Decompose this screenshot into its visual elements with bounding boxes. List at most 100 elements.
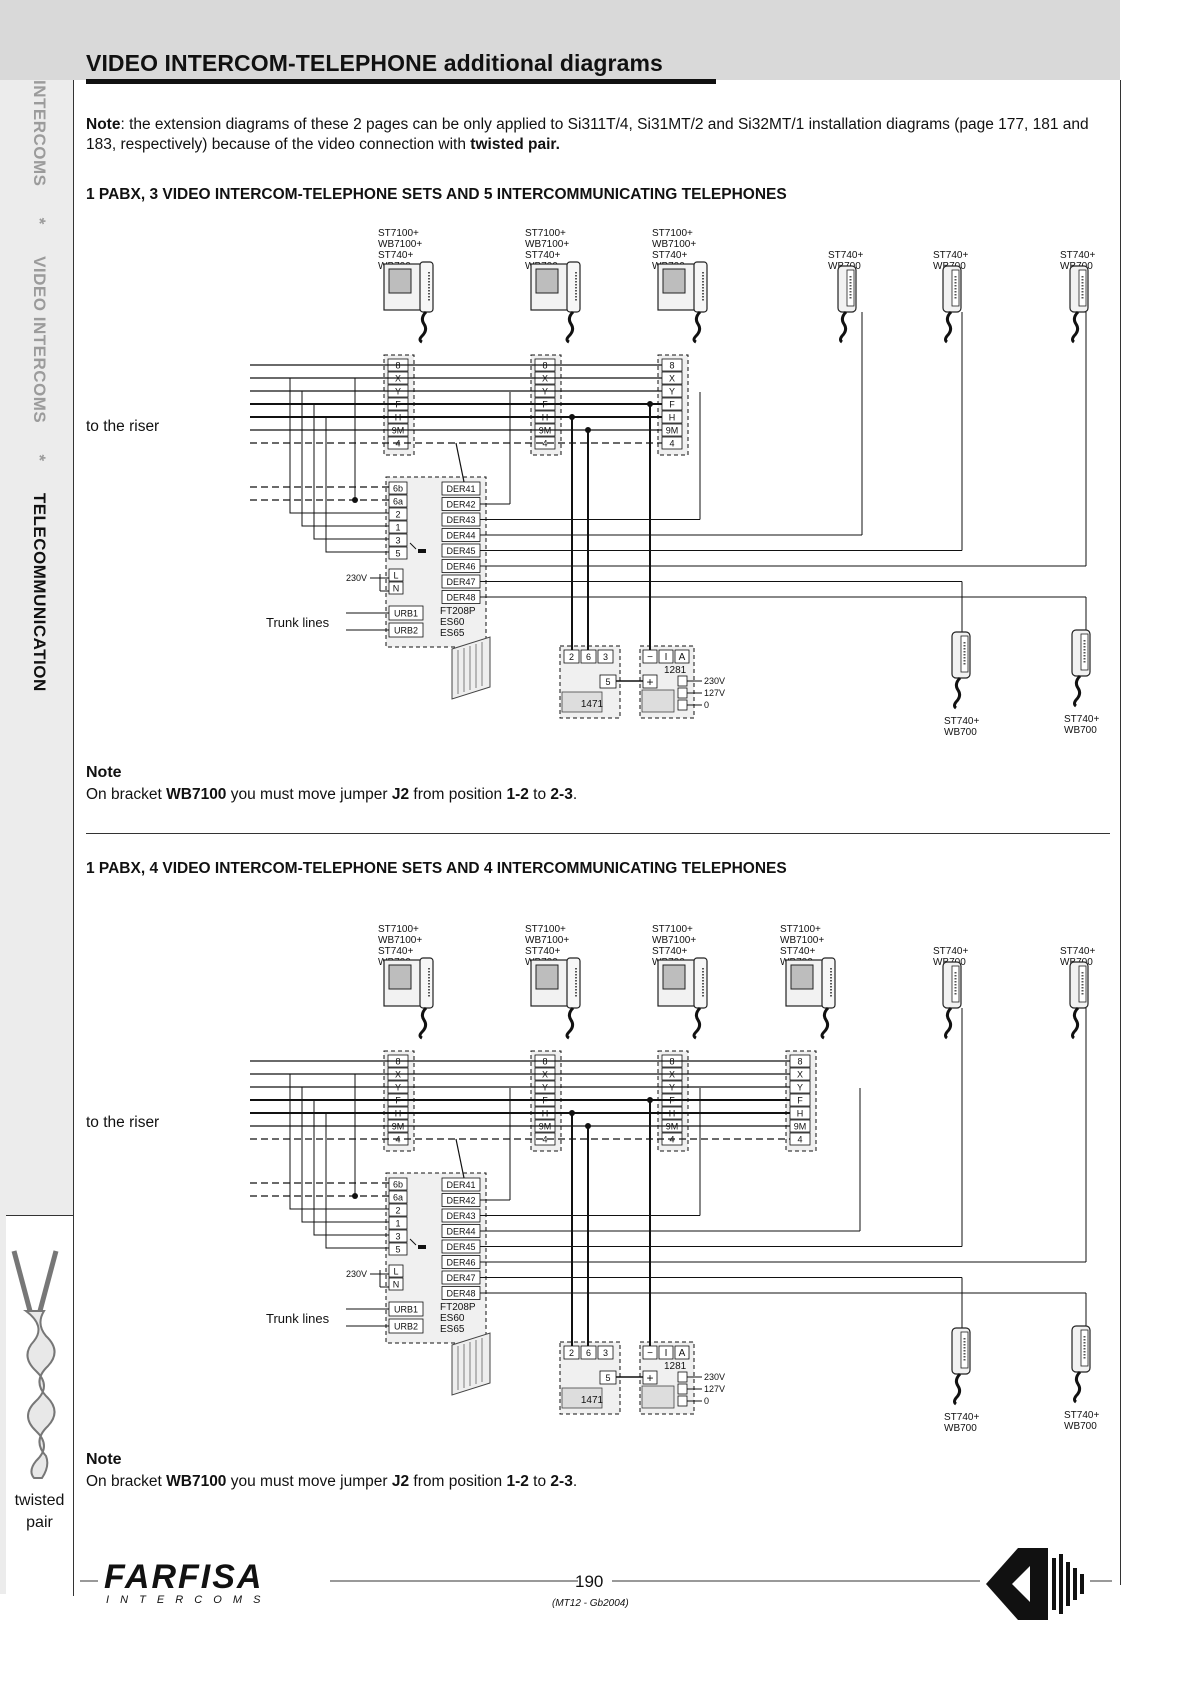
phone-part — [944, 1006, 953, 1040]
terminal-label: H — [797, 1109, 804, 1119]
pabx-power-box — [388, 1277, 404, 1291]
psu-terminal — [677, 699, 688, 711]
pabx-output-label: DER47 — [446, 1273, 475, 1283]
intercommunicating-telephone — [951, 1327, 971, 1406]
pabx-output-label: DER46 — [446, 1258, 475, 1268]
junction-dot — [647, 401, 653, 407]
module-terminal — [658, 1345, 674, 1360]
intro-note-bold: twisted pair. — [470, 136, 560, 153]
note-bold: J2 — [391, 1473, 410, 1490]
pabx-power-label: N — [393, 1280, 400, 1290]
pabx-model-label: FT208P — [440, 1302, 476, 1313]
wire — [325, 417, 389, 553]
note-bold: 2-3 — [550, 1473, 573, 1490]
pabx-input-label: 3 — [395, 1232, 400, 1242]
pabx-input-label: 3 — [395, 536, 400, 546]
footer-rules — [80, 1580, 1112, 1582]
trunk-lines-label: Trunk lines — [266, 1311, 330, 1326]
psu-output-label: 230V — [704, 676, 725, 686]
pabx-input-box — [388, 520, 408, 534]
module-terminal — [674, 1345, 690, 1360]
video-set-part — [419, 957, 434, 1009]
voltage-label: 230V — [346, 573, 367, 583]
pabx-input-box — [388, 1229, 408, 1243]
video-set-part — [820, 1006, 830, 1040]
video-set-part — [566, 261, 581, 313]
video-set-label: WB7100+ — [378, 935, 422, 946]
terminal-label: 9M — [794, 1122, 807, 1132]
wire — [455, 442, 465, 483]
module-terminal-label: − — [647, 652, 653, 663]
psu-output-label: 230V — [704, 1372, 725, 1382]
video-set-label: WB7100+ — [525, 935, 569, 946]
pabx-input-box — [388, 1242, 408, 1256]
note-text: you must move jumper — [226, 786, 392, 803]
video-intercom-telephone-set — [383, 957, 434, 1040]
frame-right-rule — [1120, 80, 1121, 1585]
top-band — [0, 0, 1120, 80]
urb-label: URB2 — [394, 626, 418, 636]
pabx-input-label: 6b — [393, 484, 403, 494]
module-terminal — [597, 649, 614, 664]
diagram1-svg: ST7100+WB7100+ST740+WB7008XYFH9M4ST7100+… — [86, 228, 1099, 738]
doc-code: (MT12 - Gb2004) — [552, 1598, 629, 1609]
note-bold: 1-2 — [506, 786, 529, 803]
terminal-label: 4 — [669, 439, 674, 449]
farfisa-brand: FARFISA I N T E R C O M S — [104, 1560, 264, 1606]
diagram2-note-title: Note — [86, 1451, 122, 1468]
video-set-part — [693, 957, 708, 1009]
wire — [409, 542, 417, 550]
voltage-label: 230V — [346, 1269, 367, 1279]
pabx-output-label: DER41 — [446, 1180, 475, 1190]
note-text: . — [572, 1473, 578, 1490]
pabx-output-label: DER45 — [446, 1242, 475, 1252]
video-set-label: ST7100+ — [652, 228, 693, 239]
video-intercom-telephone-set — [657, 261, 708, 344]
pabx-output-label: DER44 — [446, 1227, 475, 1237]
pabx-output-label: DER48 — [446, 1289, 475, 1299]
junction-dot — [569, 414, 575, 420]
video-set-part — [418, 1006, 428, 1040]
pabx-input-label: 5 — [395, 1245, 400, 1255]
note-text: from position — [409, 786, 507, 803]
module-terminal-label: − — [647, 1348, 653, 1359]
psu-output-label: 127V — [704, 1384, 725, 1394]
video-intercom-telephone-set — [383, 261, 434, 344]
phone-label: ST740+ — [1064, 714, 1099, 725]
module-terminal — [674, 649, 690, 664]
note-text: On bracket — [86, 1473, 167, 1490]
side-tab-intercoms: INTERCOMS — [30, 80, 49, 187]
phone-label: ST740+ — [944, 1412, 979, 1423]
module-terminal-label: 6 — [586, 1348, 591, 1358]
trunk-lines-label: Trunk lines — [266, 615, 330, 630]
wire — [289, 378, 389, 514]
wire — [289, 1074, 389, 1210]
pabx-input-box — [388, 1177, 408, 1191]
diagram1: ST7100+WB7100+ST740+WB7008XYFH9M4ST7100+… — [0, 222, 1190, 747]
pabx-power-label: L — [393, 1267, 398, 1277]
pabx-power-label: N — [393, 584, 400, 594]
module-1281-icon — [641, 689, 675, 713]
module-terminal-label: + — [646, 675, 653, 689]
phone-label: ST740+ — [933, 946, 968, 957]
wire — [301, 391, 389, 527]
video-intercom-telephone-set — [657, 957, 708, 1040]
module-1471-label: 1471 — [581, 1395, 604, 1406]
video-set-part — [535, 964, 559, 990]
pabx-input-box — [388, 1216, 408, 1230]
video-set-part — [662, 964, 686, 990]
psu-output-label: 0 — [704, 1396, 709, 1406]
pabx-output-label: DER44 — [446, 531, 475, 541]
phone-part — [944, 310, 953, 344]
phone-label: WB700 — [1064, 1421, 1097, 1432]
junction-dot — [585, 427, 591, 433]
phone-label: WB700 — [944, 727, 977, 738]
module-terminal-label: A — [679, 652, 686, 663]
intro-note-label: Note — [86, 116, 121, 133]
terminal-label: X — [797, 1070, 803, 1080]
note-text: you must move jumper — [226, 1473, 392, 1490]
pabx-output-label: DER48 — [446, 593, 475, 603]
pabx-input-box — [388, 546, 408, 560]
module-terminal — [658, 649, 674, 664]
module-terminal-label: 6 — [586, 652, 591, 662]
